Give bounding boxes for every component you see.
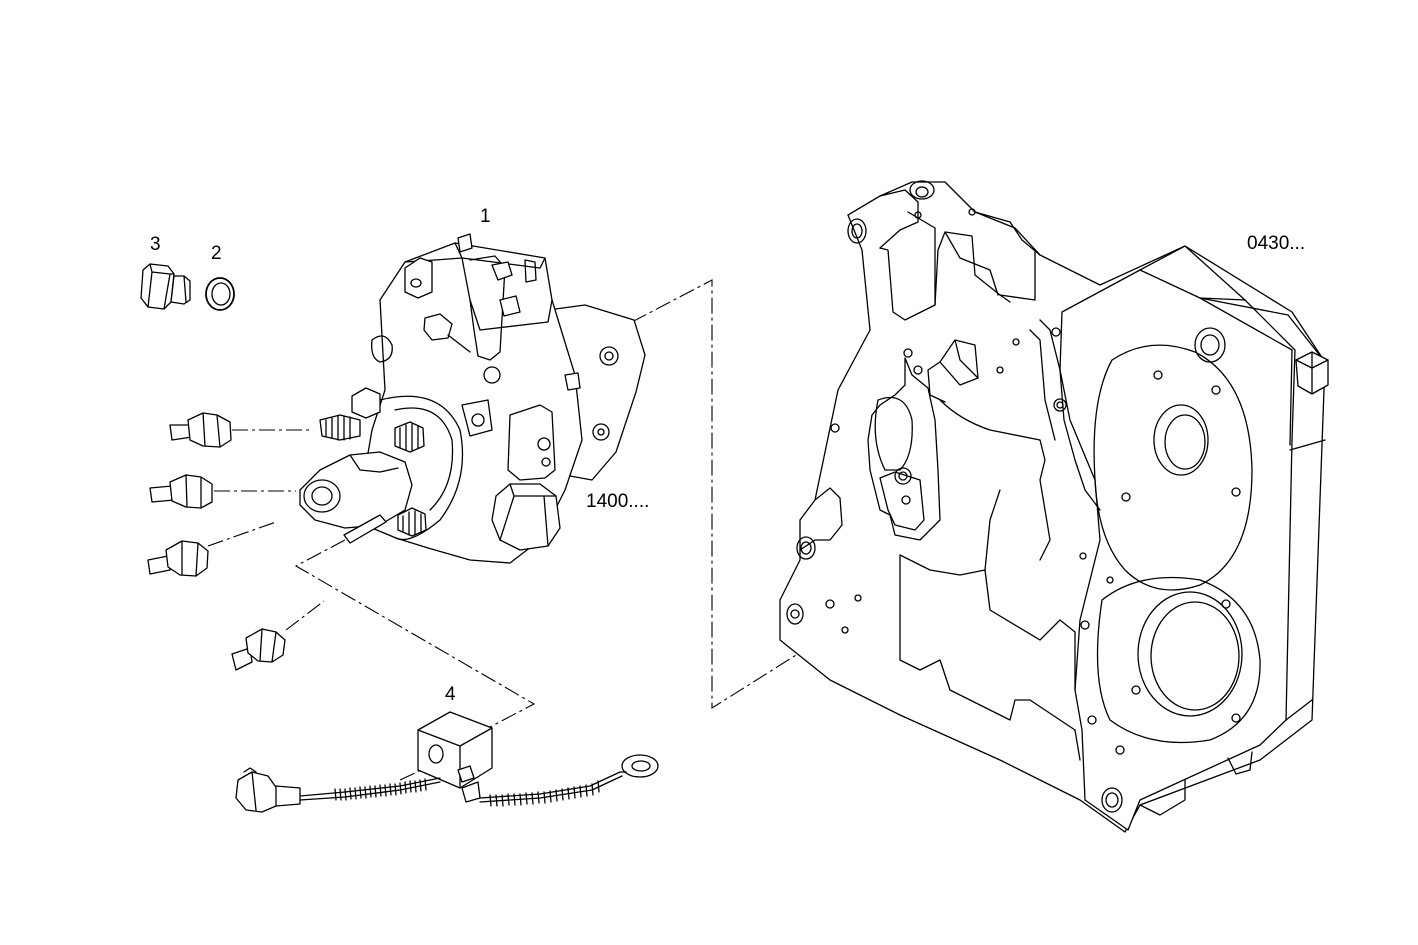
temperature-sensor	[231, 628, 286, 671]
sealing-washer-part-2	[205, 277, 235, 311]
leader-solenoid	[294, 539, 536, 729]
fitting-plug-1	[169, 412, 232, 448]
callout-part-2: 2	[211, 243, 222, 264]
callout-ref-housing-group: 0430...	[1247, 233, 1306, 254]
injection-pump-part-1	[299, 233, 646, 564]
fitting-plug-2	[149, 474, 213, 509]
leader-housing-frame	[631, 279, 813, 709]
callout-part-3: 3	[150, 234, 161, 255]
leader-plug-3	[207, 521, 277, 547]
timing-gear-housing	[779, 180, 1329, 833]
callout-part-4: 4	[445, 684, 456, 705]
fitting-plugs	[147, 412, 286, 671]
hex-plug-part-3	[140, 263, 191, 310]
leader-sensor	[285, 600, 325, 631]
fitting-plug-3	[147, 540, 209, 577]
solenoid-part-4	[235, 711, 659, 813]
callout-part-1: 1	[480, 206, 491, 227]
callout-ref-pump-group: 1400....	[586, 491, 650, 512]
